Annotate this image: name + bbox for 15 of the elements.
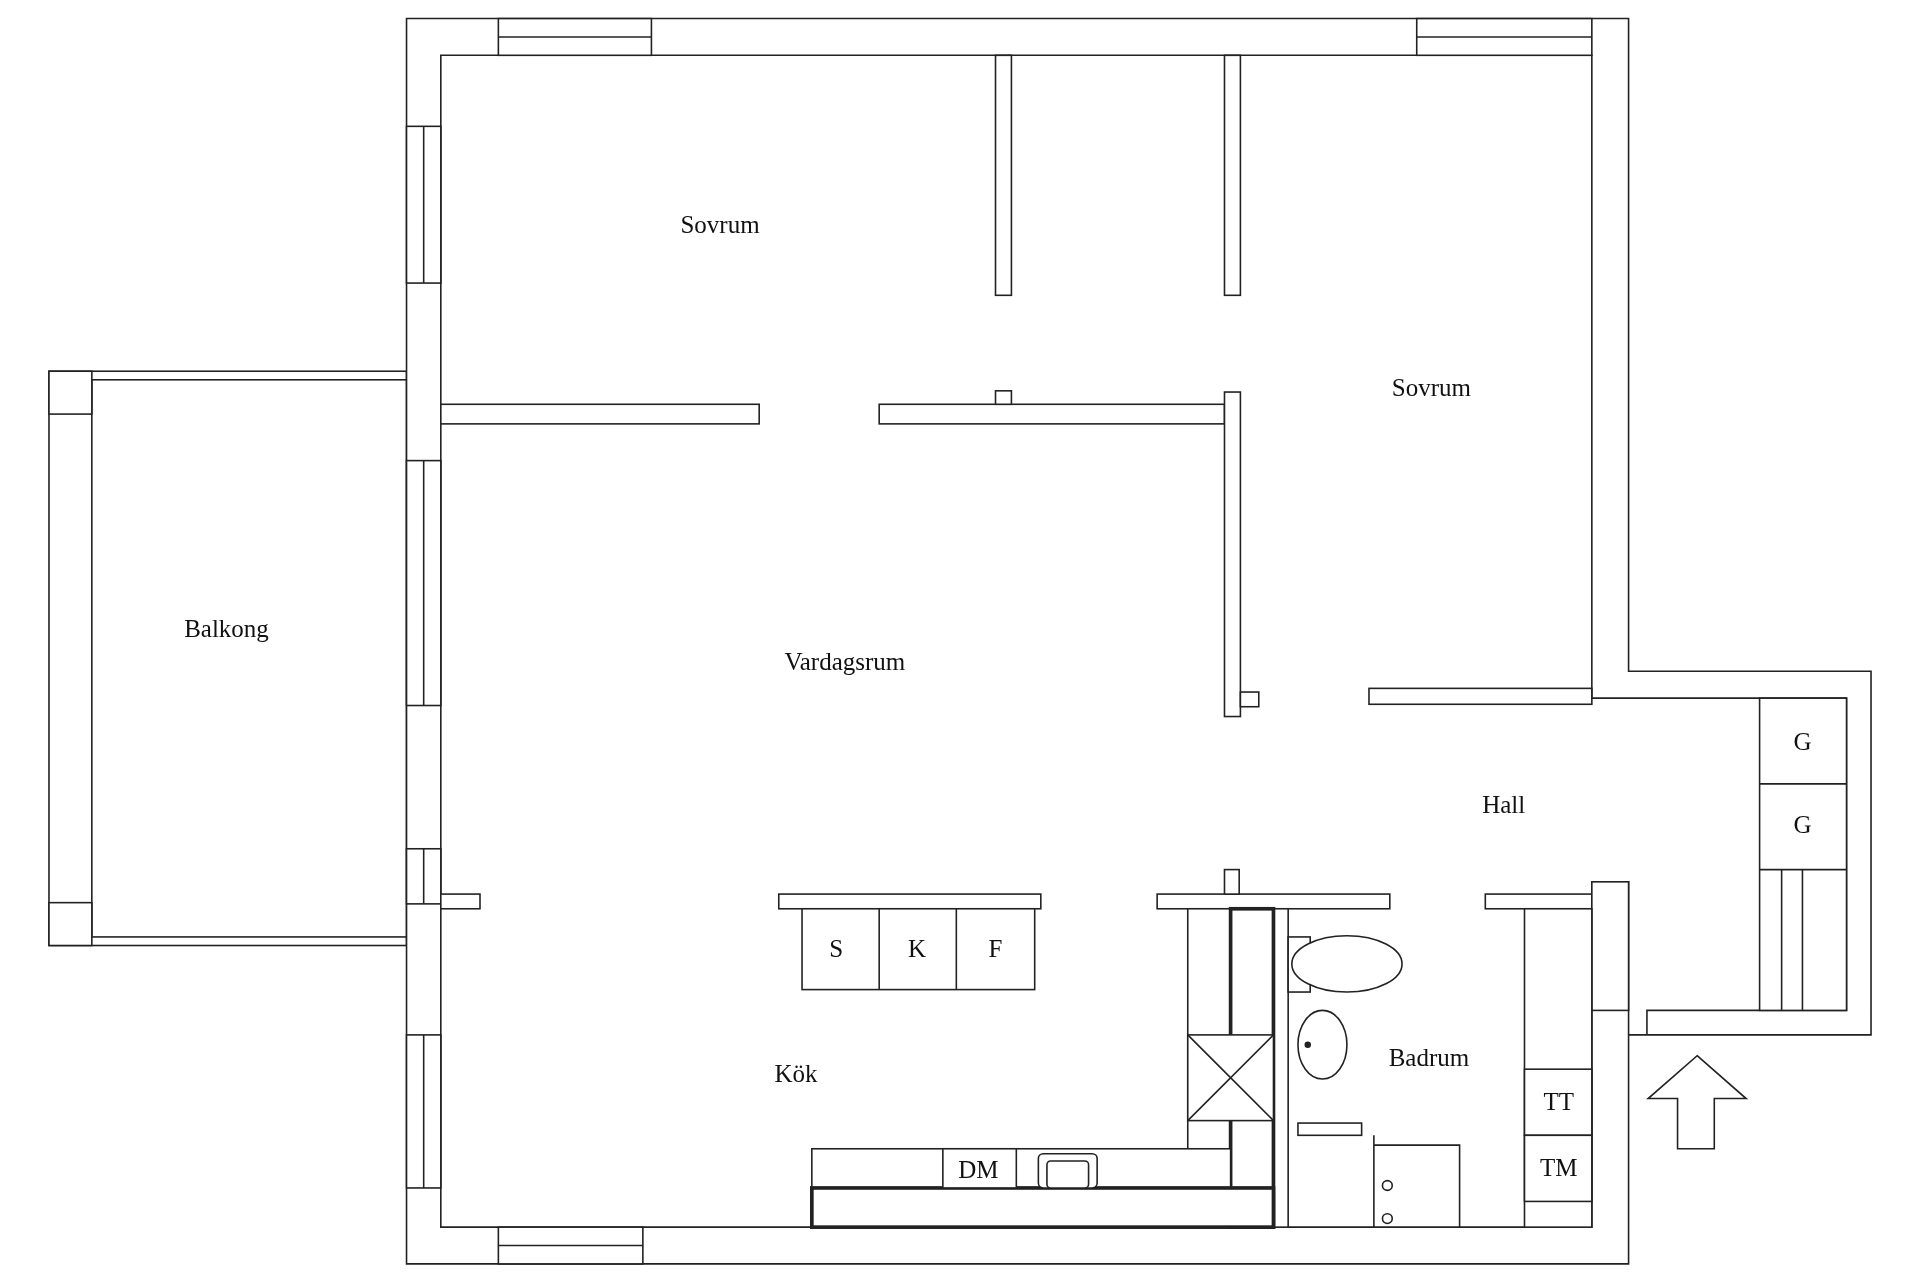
room-label: Badrum [1388,1044,1470,1070]
cabinet-label: G [1793,811,1812,837]
room-label: Balkong [184,615,269,641]
cabinet-label: G [1793,728,1812,754]
appliance-label: DM [958,1156,999,1182]
appliance-label: TT [1543,1088,1575,1114]
appliance-label: S [829,935,844,961]
appliance-label: TM [1540,1154,1578,1180]
room-label: Sovrum [1391,374,1471,400]
room-label: Sovrum [680,211,760,237]
room-label: Vardagsrum [784,648,906,674]
appliance-label: F [988,935,1003,961]
room-label: Kök [774,1060,818,1086]
room-label: Hall [1482,792,1526,817]
appliance-label: K [908,935,927,961]
